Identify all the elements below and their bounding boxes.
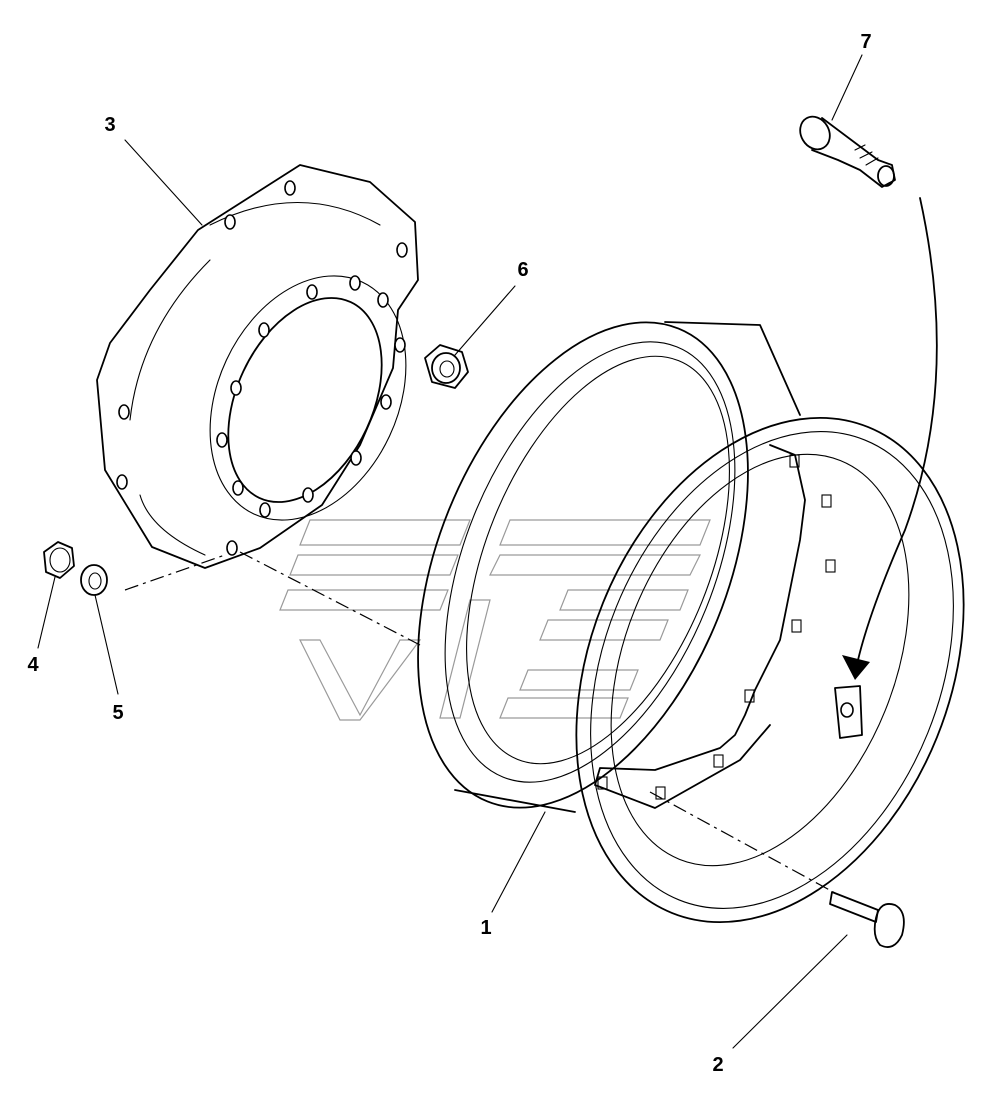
label-nut: 4 (27, 654, 39, 676)
label-bolt: 2 (712, 1054, 724, 1076)
leader-lines (37, 54, 863, 1049)
label-valve: 7 (860, 31, 872, 53)
wheel-rim (417, 321, 965, 924)
centerline-bolt (649, 791, 836, 894)
centerline-washer (124, 554, 226, 591)
label-wheel-rim: 1 (480, 917, 492, 939)
label-wheel-disc: 3 (104, 114, 116, 136)
assembly-arrow (842, 197, 938, 680)
centerline-disc-rim (239, 551, 421, 646)
valve (799, 115, 896, 188)
label-flange-nut: 6 (517, 259, 529, 281)
flange-nut (424, 344, 469, 389)
nut (43, 541, 75, 579)
wheel-disc (96, 164, 419, 569)
rim-slots (597, 454, 836, 800)
washer (80, 564, 108, 596)
label-washer: 5 (112, 702, 124, 724)
bolt (829, 891, 905, 948)
disc-bolt-holes (116, 180, 408, 556)
